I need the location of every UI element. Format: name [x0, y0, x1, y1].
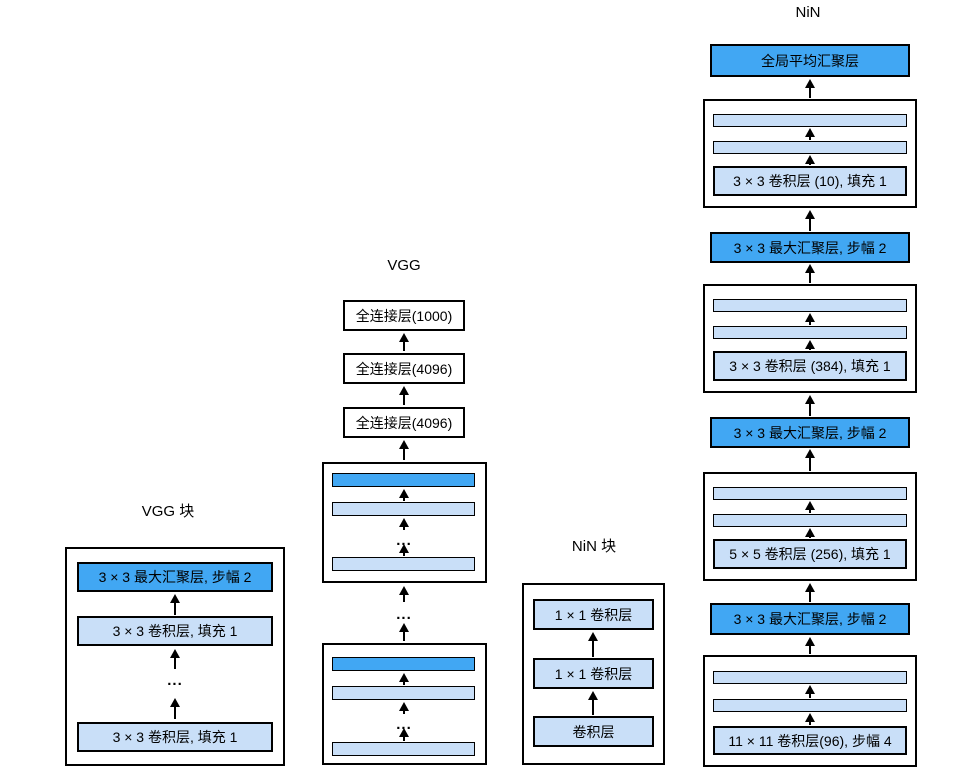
arrow-up-icon [397, 544, 411, 556]
nin-conv-bar [713, 299, 907, 312]
nin-maxpool-layer: 3 × 3 最大汇聚层, 步幅 2 [710, 232, 910, 263]
arrow-up-icon [803, 128, 817, 140]
nin-block-title: NiN 块 [571, 538, 617, 555]
vgg-pool-bar [332, 657, 475, 671]
nin-conv-layer: 3 × 3 卷积层 (10), 填充 1 [713, 166, 907, 196]
vgg-block-maxpool-layer: 3 × 3 最大汇聚层, 步幅 2 [77, 562, 273, 592]
arrow-up-icon [586, 691, 600, 715]
nin-global-avgpool-layer: 全局平均汇聚层 [710, 44, 910, 77]
arrow-up-icon [803, 313, 817, 325]
arrow-up-icon [397, 728, 411, 741]
arrow-up-icon [803, 155, 817, 165]
nin-conv-bar [713, 699, 907, 712]
vgg-fc-layer: 全连接层(4096) [343, 407, 465, 438]
arrow-up-icon [397, 702, 411, 714]
vgg-block-conv-layer: 3 × 3 卷积层, 填充 1 [77, 722, 273, 752]
arrow-up-icon [397, 489, 411, 501]
vgg-conv-bar [332, 502, 475, 516]
nin-conv-bar [713, 487, 907, 500]
nin-conv-bar [713, 671, 907, 684]
arrow-up-icon [397, 333, 411, 351]
arrow-up-icon [803, 340, 817, 350]
vgg-pool-bar [332, 473, 475, 487]
nin-conv-layer: 5 × 5 卷积层 (256), 填充 1 [713, 539, 907, 569]
arrow-up-icon [803, 79, 817, 98]
nin-block-conv-layer: 卷积层 [533, 716, 654, 747]
vgg-fc-layer: 全连接层(1000) [343, 300, 465, 331]
arrow-up-icon [397, 518, 411, 530]
vgg-fc-layer: 全连接层(4096) [343, 353, 465, 384]
arrow-up-icon [803, 449, 817, 471]
vgg-conv-bar [332, 686, 475, 700]
arrow-up-icon [397, 673, 411, 685]
vgg-conv-bar [332, 742, 475, 756]
arrow-up-icon [803, 210, 817, 231]
nin-conv-layer: 11 × 11 卷积层(96), 步幅 4 [713, 726, 907, 755]
nin-conv-layer: 3 × 3 卷积层 (384), 填充 1 [713, 351, 907, 381]
nin-title: NiN [795, 4, 821, 21]
arrow-up-icon [168, 649, 182, 669]
arrow-up-icon [397, 440, 411, 460]
arrow-up-icon [803, 528, 817, 538]
nin-conv-bar [713, 114, 907, 127]
arrow-up-icon [397, 586, 411, 602]
nin-block-conv-layer: 1 × 1 卷积层 [533, 599, 654, 630]
arrow-up-icon [586, 632, 600, 657]
arrow-up-icon [803, 583, 817, 602]
arrow-up-icon [397, 386, 411, 405]
arrow-up-icon [803, 395, 817, 416]
arrow-up-icon [397, 623, 411, 641]
ellipsis: ... [167, 672, 183, 689]
arrow-up-icon [803, 501, 817, 513]
nin-conv-bar [713, 326, 907, 339]
arrow-up-icon [803, 685, 817, 698]
arrow-up-icon [803, 713, 817, 725]
vgg-title: VGG [387, 257, 421, 274]
nin-maxpool-layer: 3 × 3 最大汇聚层, 步幅 2 [710, 417, 910, 448]
vgg-conv-bar [332, 557, 475, 571]
arrow-up-icon [168, 594, 182, 615]
vgg-block-title: VGG 块 [141, 503, 195, 520]
vgg-block-conv-layer: 3 × 3 卷积层, 填充 1 [77, 616, 273, 646]
nin-maxpool-layer: 3 × 3 最大汇聚层, 步幅 2 [710, 603, 910, 635]
nin-conv-bar [713, 141, 907, 154]
arrow-up-icon [168, 698, 182, 719]
arrow-up-icon [803, 264, 817, 283]
ellipsis: ... [396, 606, 412, 623]
arrow-up-icon [803, 637, 817, 654]
nin-block-conv-layer: 1 × 1 卷积层 [533, 658, 654, 689]
nin-conv-bar [713, 514, 907, 527]
